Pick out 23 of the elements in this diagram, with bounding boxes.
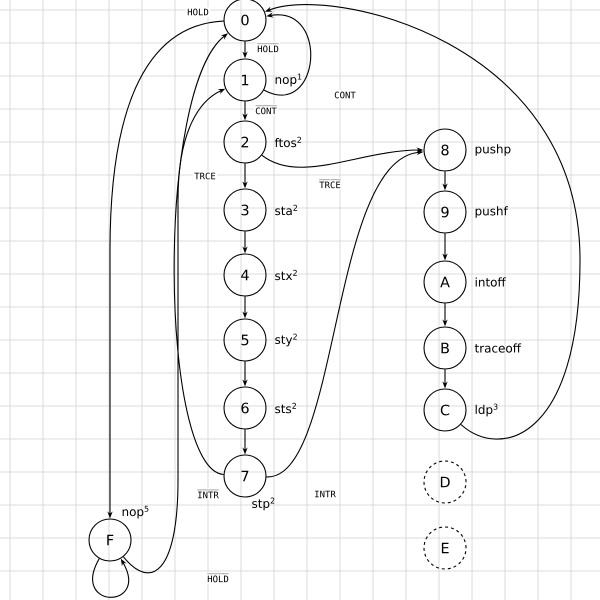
instruction-label: sty$^{2}$ — [275, 334, 297, 346]
instruction-label: nop$^{1}$ — [276, 74, 302, 86]
instruction-label: nop$^{5}$ — [122, 506, 148, 518]
edge-label: H̅O̅L̅D̅ — [256, 42, 280, 54]
edge-label: CONT — [332, 90, 358, 100]
edge-label: T̅R̅C̅E̅ — [318, 178, 342, 190]
edge-label: HOLD — [186, 7, 210, 17]
edge-label: I̅N̅T̅R̅ — [196, 488, 220, 500]
edge-label: TRCE — [192, 171, 218, 181]
instruction-label: ldp$^{3}$ — [476, 404, 498, 416]
instruction-label: sts$^{2}$ — [275, 402, 296, 414]
instruction-label: intoff — [476, 277, 506, 287]
edge-label: C̅O̅N̅T̅ — [254, 104, 278, 116]
instruction-label: pushp — [476, 144, 510, 156]
edge-label: H̅O̅L̅D̅ — [206, 572, 230, 584]
arrow — [92, 558, 130, 598]
instruction-label: pushf — [476, 206, 508, 218]
instruction-label: stx$^{2}$ — [275, 270, 297, 280]
edge-label: INTR — [312, 489, 338, 499]
instruction-label: ftos$^{2}$ — [274, 136, 302, 148]
instruction-label: traceoff — [474, 343, 522, 353]
instruction-label: sta$^{2}$ — [275, 204, 298, 216]
instruction-label: stp$^{2}$ — [252, 498, 274, 510]
